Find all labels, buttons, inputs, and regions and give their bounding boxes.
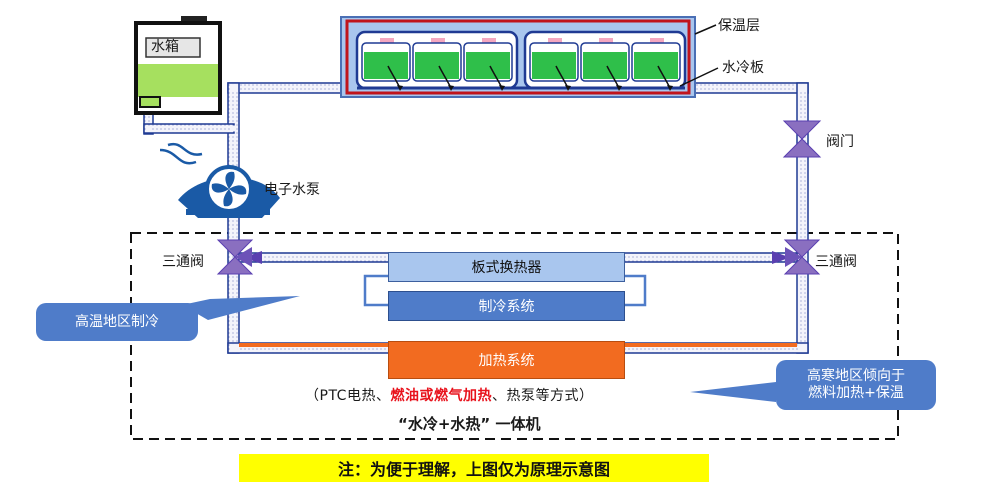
battery-cells — [361, 38, 681, 91]
battery-cell-fill — [634, 52, 678, 79]
coldplate-leader — [679, 67, 719, 87]
high-temp-callout-pointer — [182, 296, 300, 320]
valve-label: 阀门 — [826, 134, 854, 150]
heating-methods-highlight: 燃油或燃气加热 — [390, 388, 492, 404]
three-way-valve-right-icon[interactable] — [783, 239, 821, 275]
cell-terminal — [380, 38, 394, 43]
high-temp-callout-text: 高温地区制冷 — [75, 313, 159, 330]
refrigeration-system[interactable]: 制冷系统 — [388, 291, 625, 321]
flow-arrow-right — [772, 251, 790, 264]
heating-system-label: 加热系统 — [478, 353, 535, 369]
tank-outlet — [139, 96, 161, 108]
battery-cell-fill — [364, 52, 408, 79]
plate-heat-exchanger[interactable]: 板式换热器 — [388, 252, 625, 282]
pipe-tank-horizontal — [143, 123, 235, 134]
cell-terminal — [482, 38, 496, 43]
cold-plate-label: 水冷板 — [722, 60, 764, 76]
high-temp-callout: 高温地区制冷 — [36, 303, 198, 341]
flow-arrow-left — [244, 251, 262, 264]
pump-icon[interactable] — [159, 142, 280, 218]
insulation-layer-label: 保温层 — [718, 18, 760, 34]
heat-flow-arrowhead — [667, 85, 673, 91]
tank-label-plate — [145, 37, 201, 58]
cell-terminal — [548, 38, 562, 43]
heating-methods-text: （PTC电热、燃油或燃气加热、热泵等方式） — [305, 385, 593, 405]
tank-water — [138, 64, 218, 97]
tank-cap — [181, 16, 207, 25]
heat-flow-arrowhead — [499, 85, 505, 91]
cold-region-callout: 高寒地区倾向于 燃料加热+保温 — [776, 360, 936, 410]
cold-region-callout-pointer — [690, 382, 776, 402]
heat-flow-arrowhead — [565, 85, 571, 91]
cold-region-callout-line2: 燃料加热+保温 — [808, 385, 904, 401]
refrigerant-loop — [363, 274, 647, 307]
heating-methods-part2: 、热泵等方式） — [491, 388, 594, 404]
plate-heat-exchanger-label: 板式换热器 — [471, 260, 542, 276]
integrated-unit-label: “水冷+水热” 一体机 — [398, 415, 541, 433]
cell-terminal — [599, 38, 613, 43]
insulation-leader — [694, 24, 717, 35]
insulation-layer — [345, 19, 691, 95]
cell-terminal — [650, 38, 664, 43]
pump-label: 电子水泵 — [264, 182, 320, 198]
three-way-valve-left-label: 三通阀 — [162, 254, 204, 270]
battery-cell-fill — [532, 52, 576, 79]
valve-icon[interactable] — [782, 120, 822, 158]
heat-flow-arrowhead — [616, 85, 622, 91]
note-text: 注：为便于理解，上图仅为原理示意图 — [337, 460, 610, 479]
note-banner: 注：为便于理解，上图仅为原理示意图 — [239, 454, 709, 482]
battery-cell-fill — [583, 52, 627, 79]
water-tank-label: 水箱 — [151, 39, 179, 55]
battery-cell-fill — [415, 52, 459, 79]
refrigeration-system-label: 制冷系统 — [478, 299, 535, 315]
three-way-valve-left-icon[interactable] — [216, 239, 254, 275]
cold-region-callout-line1: 高寒地区倾向于 — [807, 368, 905, 384]
three-way-valve-right-label: 三通阀 — [815, 254, 857, 270]
battery-cell-fill — [466, 52, 510, 79]
heating-system[interactable]: 加热系统 — [388, 341, 625, 379]
heating-methods-part1: （PTC电热、 — [305, 388, 391, 404]
heat-flow-arrowhead — [397, 85, 403, 91]
heat-flow-arrowhead — [448, 85, 454, 91]
cell-terminal — [431, 38, 445, 43]
water-tank — [134, 16, 222, 115]
